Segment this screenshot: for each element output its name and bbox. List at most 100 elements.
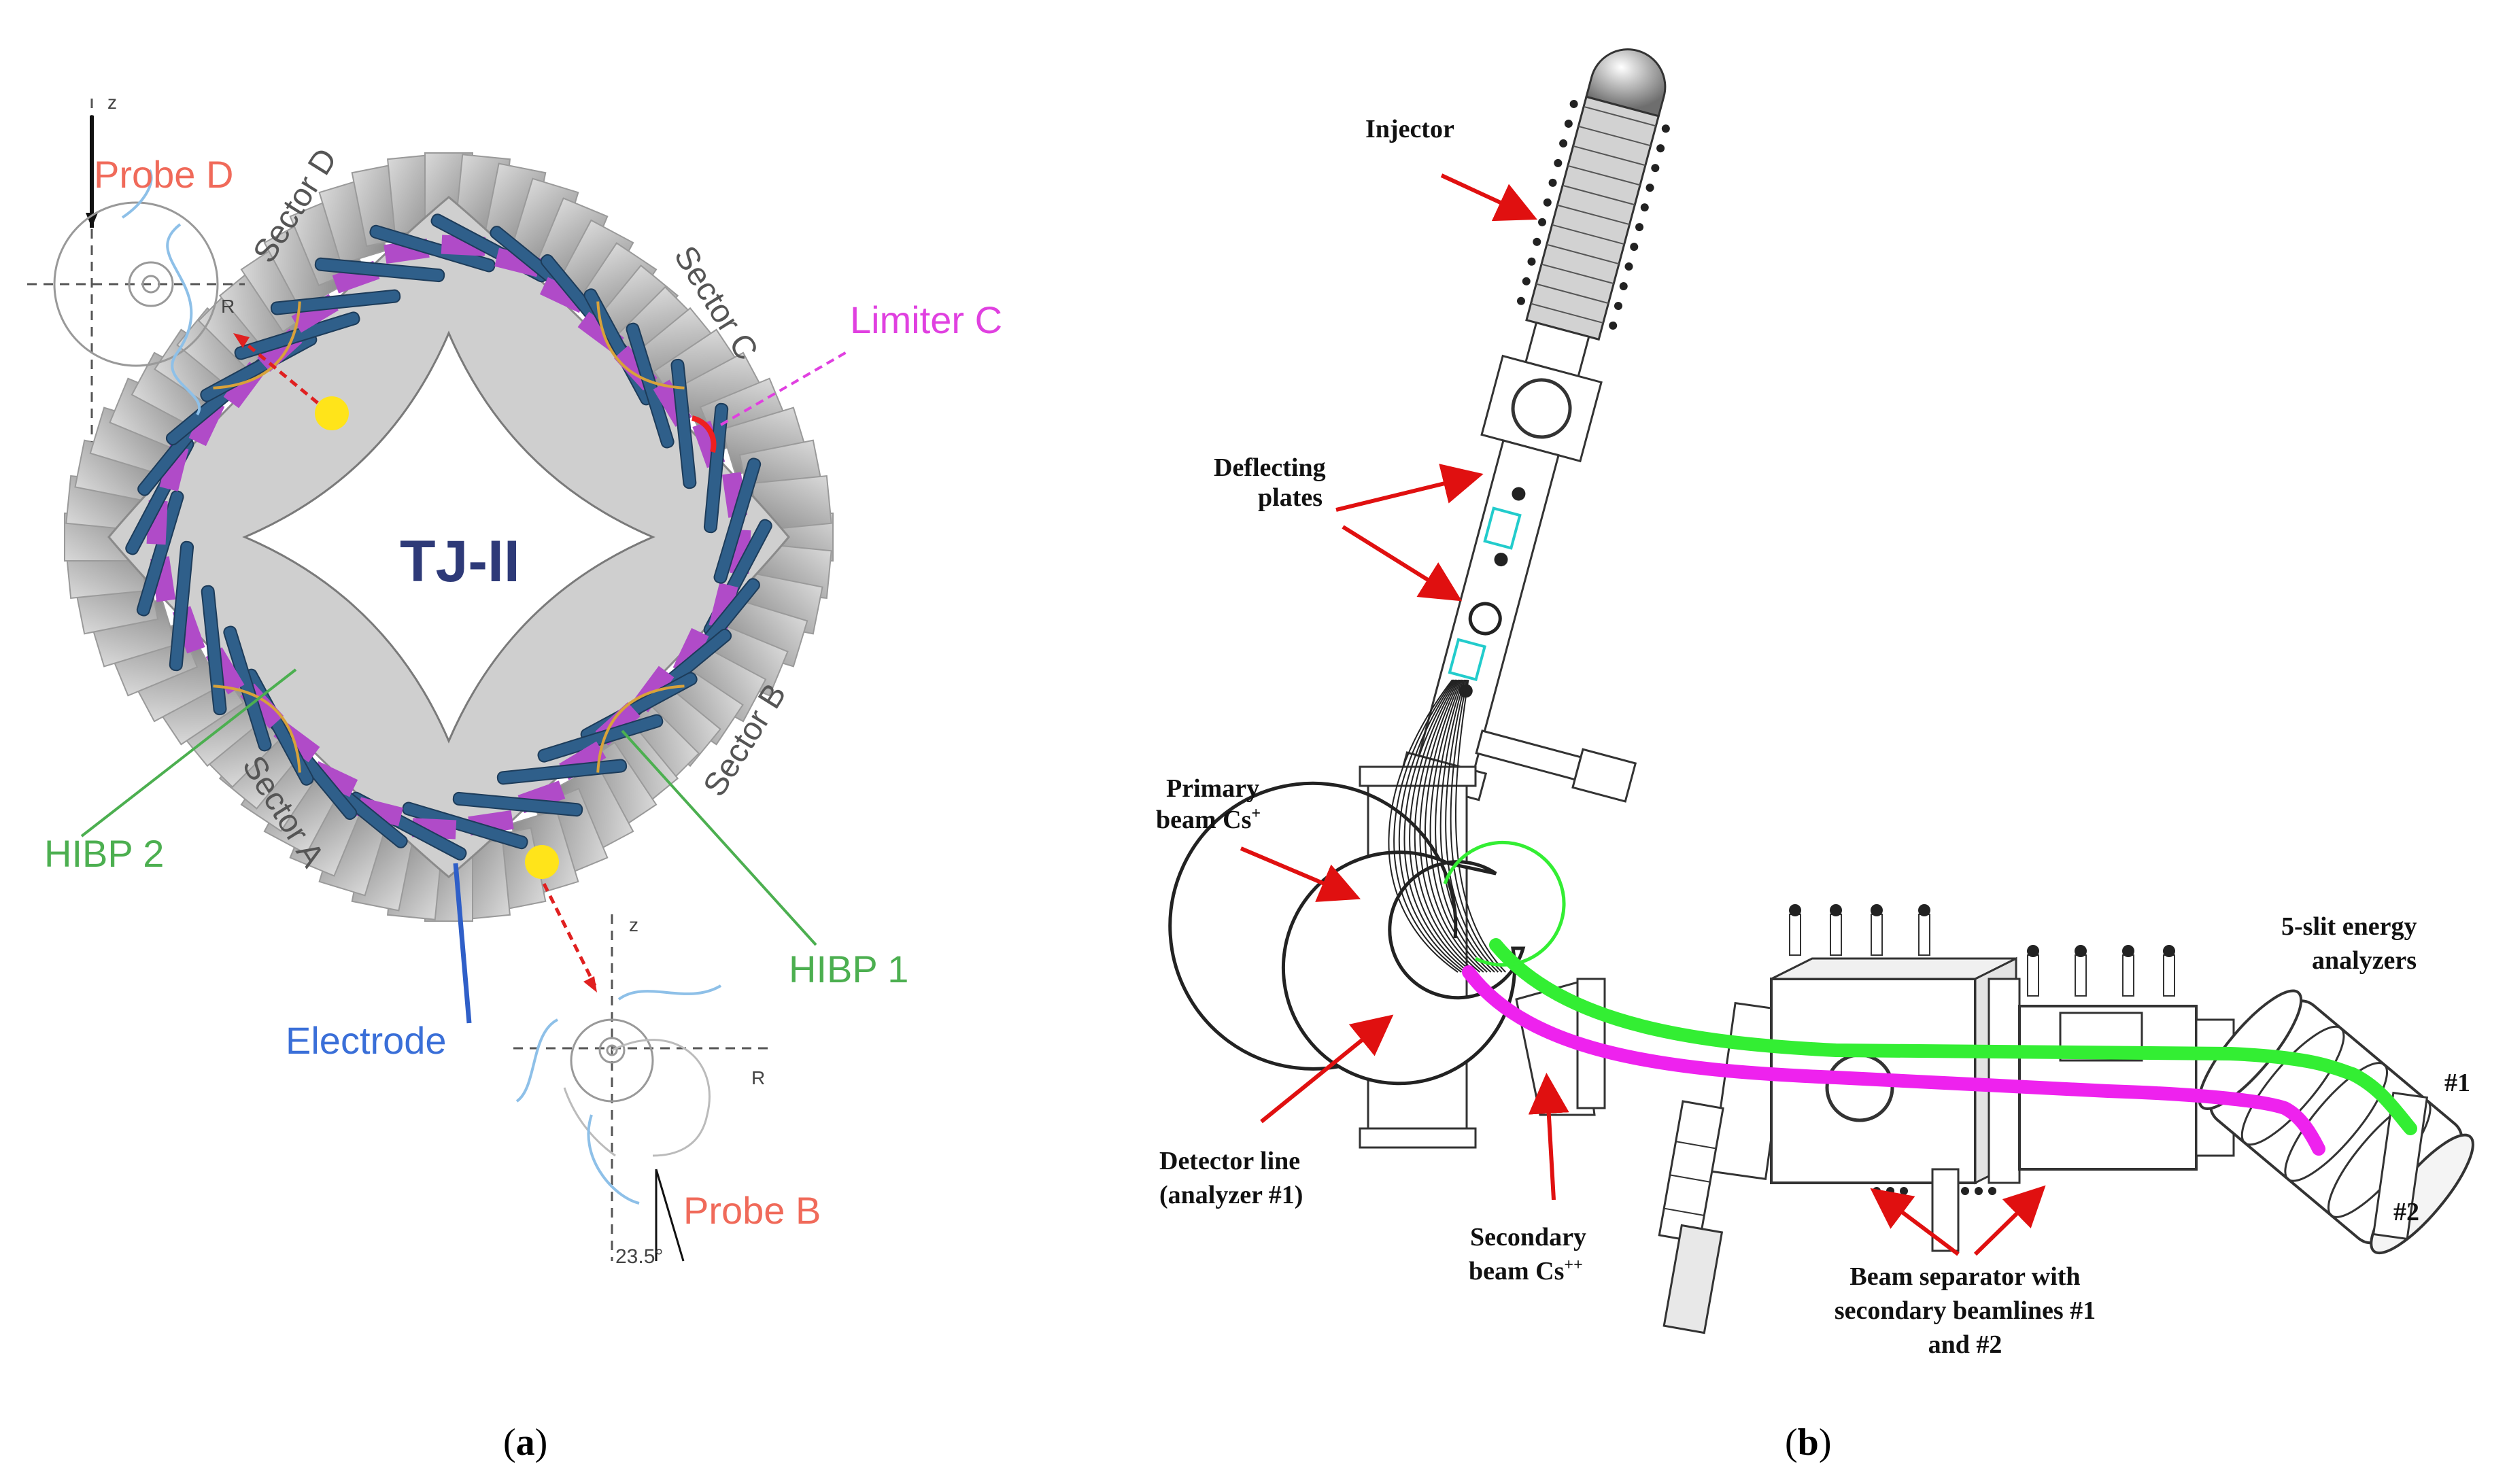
panel-a: z R z R 23.5°	[27, 92, 1002, 1268]
insulator-cap	[1789, 904, 1801, 916]
injector-column	[1399, 48, 1670, 803]
toroidal-coil	[270, 289, 401, 315]
analyzer-number-2: #2	[2393, 1198, 2419, 1226]
panel-b: Injector Deflecting plates Primary beam …	[1156, 48, 2474, 1359]
injector-stud	[1527, 257, 1536, 266]
injector-stud	[1624, 262, 1633, 271]
secondary-beam-label-1: Secondary	[1470, 1223, 1586, 1252]
insulator-cap	[2122, 945, 2134, 957]
helical-coil	[596, 685, 685, 773]
primary-beam-arrow	[1240, 846, 1361, 902]
probe-b-marker	[525, 845, 559, 879]
beam-trajectory	[1414, 679, 1477, 973]
beam-trajectory	[1424, 679, 1484, 973]
insulator-cap	[2163, 945, 2175, 957]
analyzer-number-1: #1	[2444, 1069, 2470, 1097]
beam-trajectory	[1388, 679, 1459, 973]
primary-beam-trajectories	[1388, 679, 1506, 973]
probe-d-schematic: z R	[27, 92, 321, 442]
toroidal-coil	[452, 791, 583, 817]
injector-ring	[1562, 184, 1635, 206]
toroidal-coil	[703, 402, 729, 534]
beam-trajectory	[1393, 679, 1462, 973]
beam-trajectory	[1403, 679, 1469, 973]
separator-arrow-2	[1973, 1185, 2046, 1256]
injector-ring	[1573, 145, 1646, 167]
insulator-cap	[1918, 904, 1930, 916]
hibp2-label: HIBP 2	[44, 832, 164, 875]
insulator-cap	[2075, 945, 2087, 957]
injector-ring	[1552, 224, 1625, 245]
injector-stud	[1538, 218, 1547, 226]
plates-arrow-2	[1342, 525, 1463, 602]
probe-b-label: Probe B	[683, 1189, 821, 1232]
callout-arrows	[1240, 173, 2046, 1256]
toroidal-coil	[136, 490, 184, 617]
injector-stud	[1522, 277, 1531, 286]
caption-a: (a)	[503, 1421, 547, 1464]
insulator-cap	[2027, 945, 2039, 957]
injector-stud	[1630, 243, 1639, 252]
helical-coil	[213, 301, 301, 390]
secondary-beam-arrow	[1528, 1073, 1569, 1201]
analyzers-label-1: 5-slit energy	[2281, 912, 2417, 941]
beam-trajectory	[1409, 679, 1473, 973]
bottom-stud	[1975, 1187, 1983, 1195]
hibp1-leader	[621, 729, 817, 946]
injector-stud	[1656, 144, 1665, 153]
separator-label-2: secondary beamlines #1	[1835, 1296, 2096, 1325]
plasma-segment	[159, 444, 189, 491]
bottom-stud	[1988, 1187, 1996, 1195]
injector-stud	[1543, 198, 1552, 207]
injector-stud	[1559, 139, 1568, 148]
electrode-leader	[453, 863, 472, 1024]
deflecting-label-2: plates	[1258, 483, 1323, 512]
injector-stud	[1619, 282, 1628, 291]
injector-stud	[1569, 99, 1578, 108]
deflecting-plate-2	[1448, 638, 1486, 681]
primary-beam-label-1: Primary	[1166, 774, 1259, 803]
plasma-segment	[709, 583, 738, 630]
plasma-segment	[356, 797, 403, 827]
beam-trajectory	[1439, 679, 1495, 973]
injector-stud	[1640, 203, 1649, 212]
deflecting-label-1: Deflecting	[1214, 453, 1326, 482]
limiter-c-marker	[691, 415, 717, 453]
injector-stud	[1651, 164, 1660, 173]
injector-arrow	[1440, 173, 1537, 222]
insulator-cap	[1871, 904, 1883, 916]
secondary-beam-1	[1489, 938, 2417, 1135]
injector-label: Injector	[1365, 115, 1454, 143]
probe-d-axis-z: z	[107, 92, 117, 113]
toroidal-coil	[314, 257, 445, 283]
beam-trajectory	[1429, 679, 1488, 973]
toroidal-coil	[670, 358, 697, 489]
helical-coil	[596, 301, 685, 390]
injector-ring	[1583, 105, 1656, 127]
secondary-beam-label-2: beam Cs++	[1469, 1256, 1583, 1285]
insulator-post	[2027, 954, 2039, 997]
bottom-stud	[1961, 1187, 1969, 1195]
insulator-post	[1830, 914, 1842, 956]
toroidal-coil	[713, 458, 762, 584]
toroidal-coil	[369, 224, 496, 273]
detector-line-label-2: (analyzer #1)	[1159, 1181, 1303, 1209]
injector-stud	[1564, 119, 1573, 128]
probe-d-label: Probe D	[94, 153, 233, 196]
injector-ring	[1567, 165, 1641, 186]
injector-stud	[1609, 321, 1618, 330]
probe-b-axis-r: R	[751, 1067, 765, 1088]
toroidal-coil	[201, 585, 227, 716]
injector-tank	[1525, 95, 1660, 341]
probe-b-axis-z: z	[629, 914, 638, 935]
toroidal-coil	[496, 759, 628, 785]
injector-stud	[1635, 223, 1644, 232]
insulator-post	[1871, 914, 1883, 956]
hibp2-leader	[80, 668, 297, 838]
deflecting-plate-1	[1483, 506, 1522, 550]
injector-ring	[1535, 283, 1609, 305]
limiter-c-label: Limiter C	[850, 298, 1002, 341]
toroidal-coil	[169, 540, 194, 672]
injector-ring	[1541, 263, 1614, 285]
